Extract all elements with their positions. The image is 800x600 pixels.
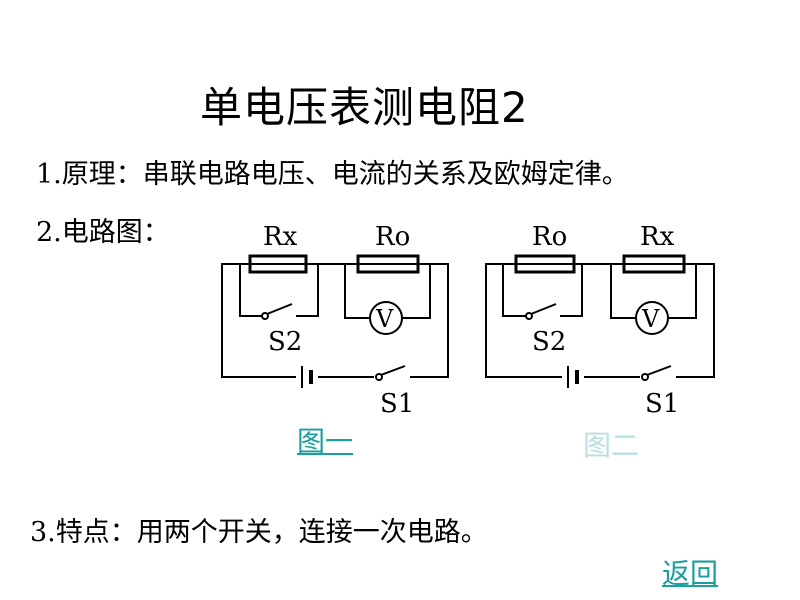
circuit2-voltmeter-label: V — [641, 305, 660, 333]
figure1-link[interactable]: 图一 — [297, 425, 354, 458]
back-link[interactable]: 返回 — [662, 557, 719, 590]
circuit1-voltmeter — [369, 301, 403, 335]
features-text: 3.特点：用两个开关，连接一次电路。 — [30, 517, 488, 548]
figure2-link: 图二 — [583, 429, 640, 462]
circuit1-switch-s2-label: S2 — [268, 327, 302, 357]
circuit1-left-resistor — [248, 254, 308, 274]
circuit2-voltmeter — [635, 301, 669, 335]
circuit2-switch-s1-label: S1 — [645, 389, 679, 419]
circuit2-right-resistor-label: Rx — [640, 222, 675, 252]
principle-text: 1.原理：串联电路电压、电流的关系及欧姆定律。 — [36, 159, 629, 190]
circuit2-left-resistor — [514, 254, 576, 274]
circuit2-right-resistor — [622, 254, 686, 274]
circuit1-right-resistor-label: Ro — [375, 222, 410, 252]
circuit1-left-resistor-label: Rx — [263, 222, 298, 252]
circuit1-right-resistor — [356, 254, 420, 274]
diagram-label: 2.电路图： — [36, 217, 170, 248]
circuit2-left-resistor-label: Ro — [532, 222, 567, 252]
circuit-diagrams: Rx Ro V S2 S1 Ro Rx V S2 S1 — [221, 222, 715, 419]
slide-title: 单电压表测电阻2 — [200, 83, 529, 132]
circuit1-voltmeter-label: V — [375, 305, 394, 333]
circuit2-switch-s2-label: S2 — [532, 327, 566, 357]
circuit1-switch-s1-label: S1 — [380, 389, 414, 419]
